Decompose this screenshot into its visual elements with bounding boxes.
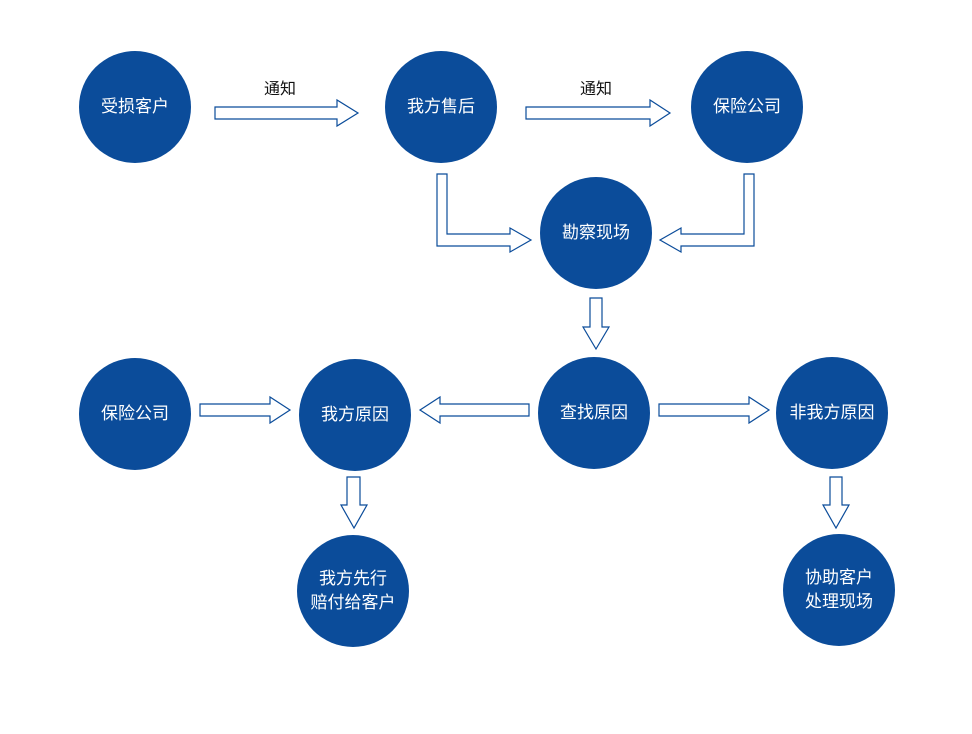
node-damaged-customer: 受损客户 bbox=[79, 51, 191, 163]
edge-label-notify-2: 通知 bbox=[579, 79, 612, 98]
node-label: 查找原因 bbox=[560, 403, 628, 423]
node-label: 协助客户 处理现场 bbox=[805, 568, 873, 612]
node-assist-customer-site: 协助客户 处理现场 bbox=[783, 534, 895, 646]
node-label: 我方售后 bbox=[407, 97, 475, 117]
node-our-cause: 我方原因 bbox=[299, 359, 411, 471]
node-label: 非我方原因 bbox=[789, 403, 875, 423]
node-insurance-company-left: 保险公司 bbox=[79, 358, 191, 470]
node-label: 勘察现场 bbox=[562, 223, 630, 243]
node-label: 我方原因 bbox=[321, 405, 389, 425]
node-label: 受损客户 bbox=[101, 97, 169, 117]
node-compensate-customer-first: 我方先行 赔付给客户 bbox=[297, 535, 409, 647]
node-label: 保险公司 bbox=[101, 404, 169, 424]
node-insurance-company-top: 保险公司 bbox=[691, 51, 803, 163]
node-survey-site: 勘察现场 bbox=[540, 177, 652, 289]
node-label: 我方先行 赔付给客户 bbox=[310, 569, 396, 613]
node-not-our-cause: 非我方原因 bbox=[776, 357, 888, 469]
node-our-aftersales: 我方售后 bbox=[385, 51, 497, 163]
node-find-cause: 查找原因 bbox=[538, 357, 650, 469]
edge-label-notify-1: 通知 bbox=[263, 79, 296, 98]
node-label: 保险公司 bbox=[713, 97, 781, 117]
